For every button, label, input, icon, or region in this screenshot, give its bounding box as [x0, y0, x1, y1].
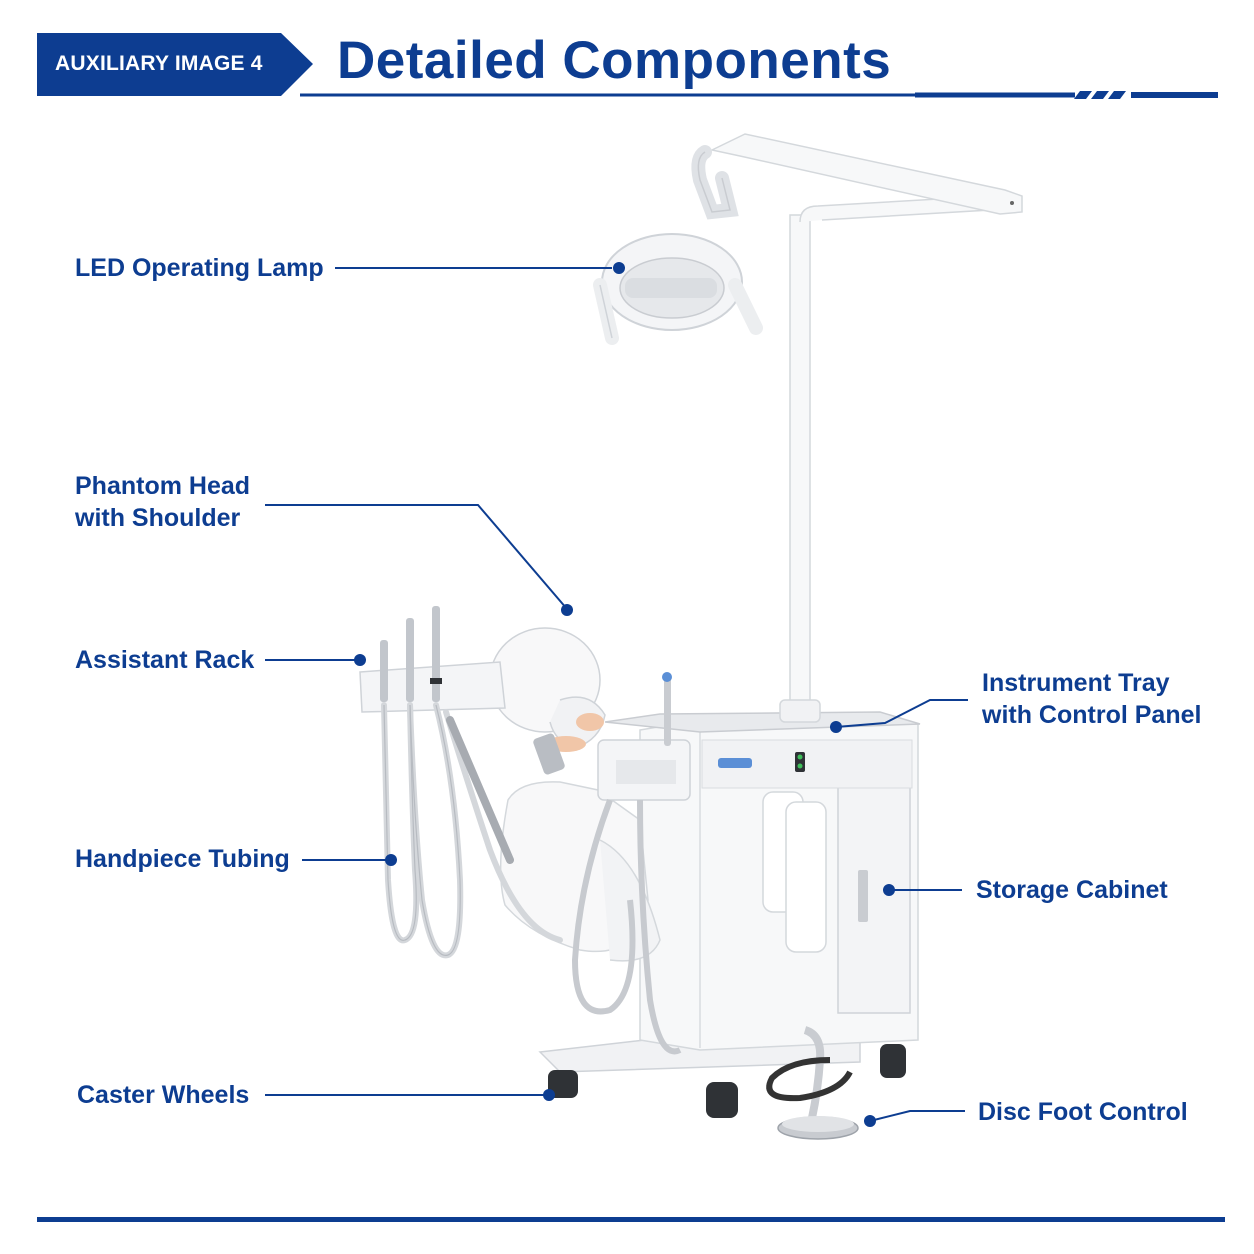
label-phantom-head-line1: Phantom Head — [75, 472, 251, 500]
callout-dots — [354, 262, 895, 1127]
leader-phantom-head — [265, 504, 568, 610]
label-caster-wheels: Caster Wheels — [77, 1081, 250, 1109]
label-handpiece-tubing: Handpiece Tubing — [75, 845, 290, 873]
leader-foot-control — [869, 1110, 965, 1122]
header-rule — [300, 91, 1218, 99]
leader-lines — [265, 267, 968, 1122]
label-instrument-tray-line2: with Control Panel — [982, 701, 1202, 729]
leader-instrument-tray — [835, 699, 968, 728]
dot-handpiece-tubing — [385, 854, 397, 866]
label-phantom-head: Phantom Head with Shoulder — [75, 470, 250, 534]
badge-label: AUXILIARY IMAGE 4 — [55, 52, 263, 75]
dot-led-lamp — [613, 262, 625, 274]
dot-caster-wheels — [543, 1089, 555, 1101]
dot-storage-cabinet — [883, 884, 895, 896]
label-instrument-tray: Instrument Tray with Control Panel — [982, 667, 1201, 731]
dot-phantom-head — [561, 604, 573, 616]
label-assistant-rack: Assistant Rack — [75, 646, 255, 674]
label-storage-cabinet: Storage Cabinet — [976, 876, 1168, 904]
label-led-operating-lamp: LED Operating Lamp — [75, 254, 324, 282]
page-title: Detailed Components — [337, 31, 892, 90]
dot-assistant-rack — [354, 654, 366, 666]
dot-foot-control — [864, 1115, 876, 1127]
footer-rule — [37, 1217, 1225, 1222]
dot-instrument-tray — [830, 721, 842, 733]
section-badge: AUXILIARY IMAGE 4 — [37, 33, 313, 96]
dental-simulator-unit — [359, 133, 1023, 1140]
label-instrument-tray-line1: Instrument Tray — [982, 669, 1170, 697]
label-disc-foot-control: Disc Foot Control — [978, 1098, 1188, 1126]
label-phantom-head-line2: with Shoulder — [75, 504, 241, 532]
caster-wheels-art — [548, 1044, 906, 1118]
